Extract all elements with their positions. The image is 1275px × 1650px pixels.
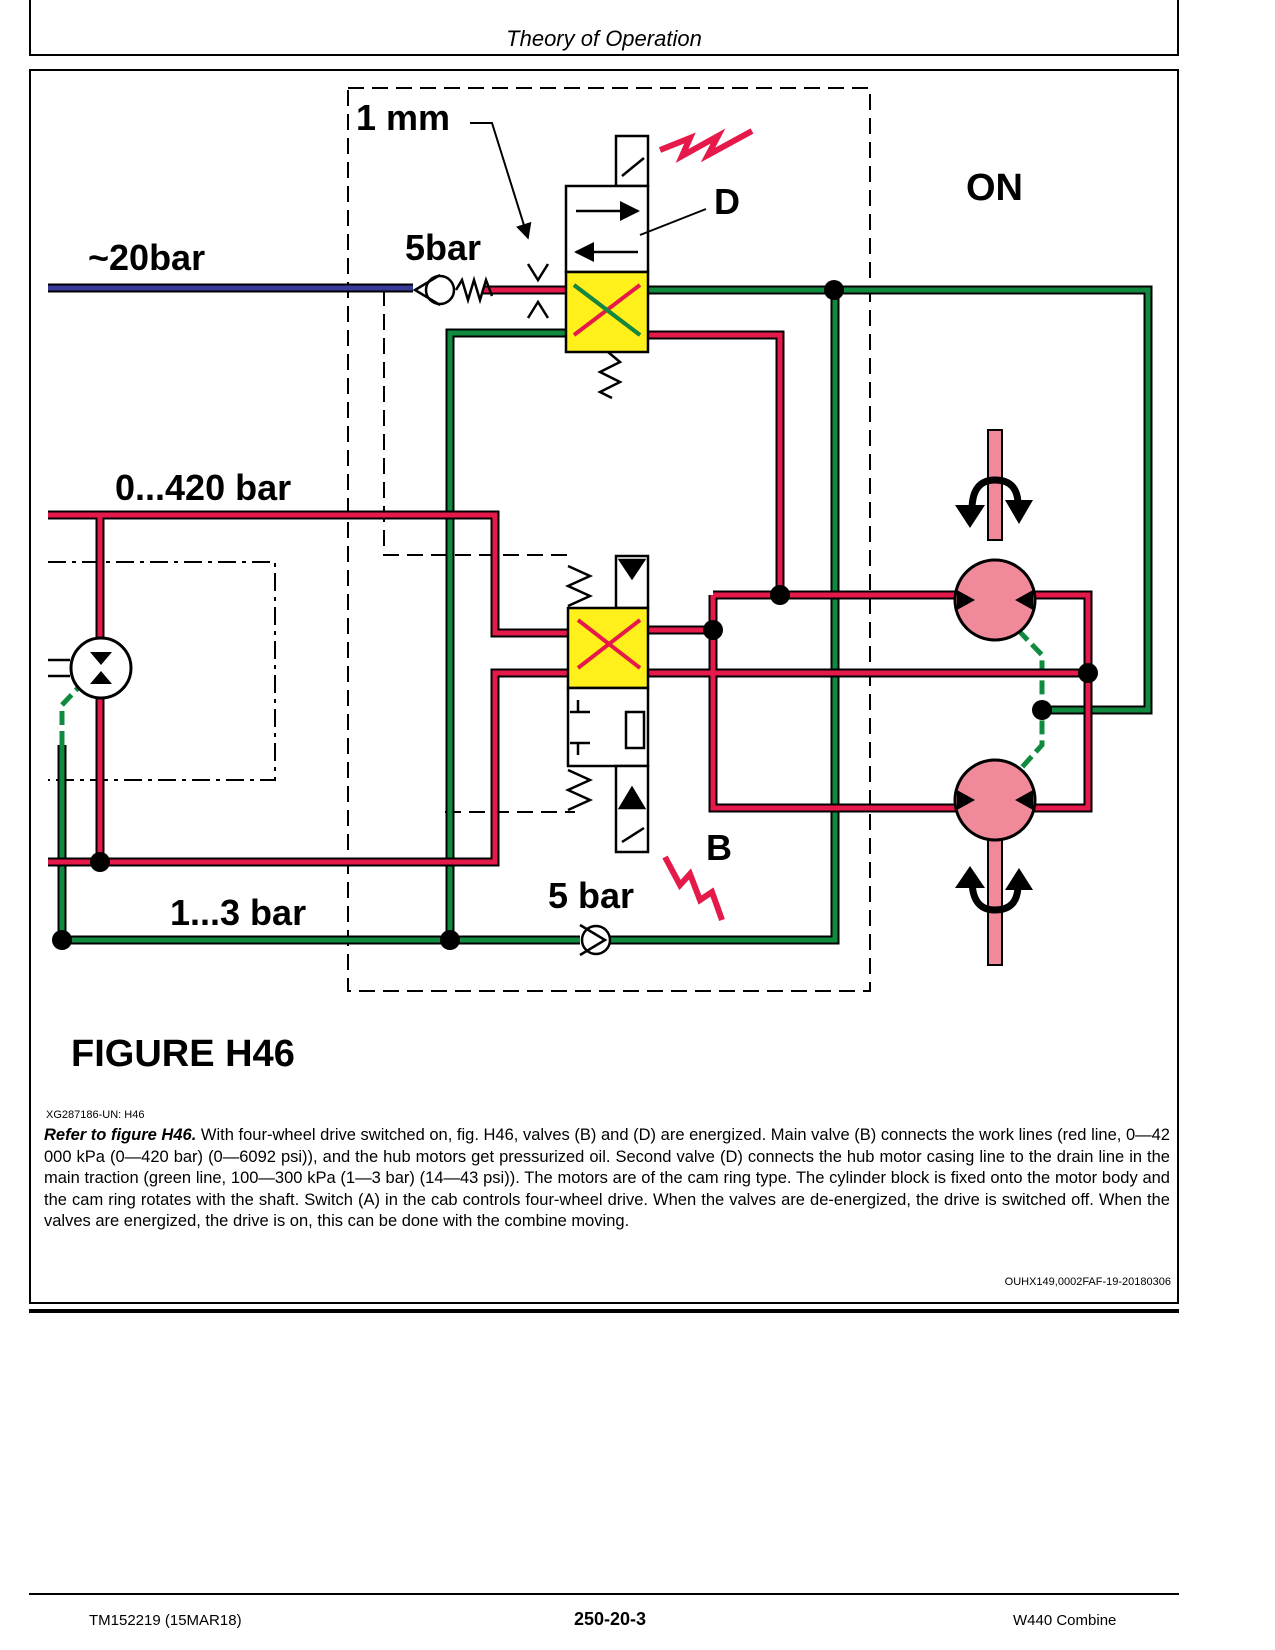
page-header-title: Theory of Operation	[506, 26, 702, 51]
footer-model: W440 Combine	[1013, 1612, 1117, 1629]
orifice-label: 1 mm	[356, 97, 450, 138]
rotation-arrow-top	[968, 476, 1022, 511]
state-label: ON	[966, 167, 1023, 209]
figure-body: With four-wheel drive switched on, fig. …	[44, 1126, 1170, 1231]
valve-block-outline	[347, 87, 871, 992]
figure-label: FIGURE H46	[71, 1033, 295, 1075]
content-frame	[29, 69, 1179, 1304]
check-valve-top	[412, 273, 494, 307]
pump-symbol	[48, 636, 133, 700]
footer-rule	[29, 1593, 1179, 1595]
pump-housing-outline	[48, 561, 276, 781]
solenoid-signal-d-icon	[658, 128, 754, 163]
valve-d	[564, 134, 650, 400]
drain-pressure-label: 1...3 bar	[170, 892, 306, 933]
check-valve-bottom	[579, 923, 612, 957]
hydraulic-schematic: 1 mm D ON ~20bar 5bar 0...420 bar B 5 ba…	[48, 87, 1153, 992]
drain-lines	[57, 285, 1153, 945]
supply-pressure-label: ~20bar	[88, 237, 205, 278]
work-pressure-label: 0...420 bar	[115, 467, 291, 508]
figure-id: XG287186-UN: H46	[46, 1109, 145, 1121]
orifice	[526, 263, 550, 319]
figure-description: Refer to figure H46. With four-wheel dri…	[44, 1125, 1170, 1233]
figure-reference: Refer to figure H46.	[44, 1126, 197, 1144]
hub-motors	[953, 429, 1037, 966]
rotation-arrow-bottom	[968, 879, 1022, 914]
footer-page-number: 250-20-3	[573, 1609, 647, 1629]
footer-manual-id: TM152219 (15MAR18)	[89, 1612, 242, 1629]
pilot-line-upper	[383, 290, 575, 556]
pressure-lines	[48, 285, 1093, 867]
document-code: OUHX149,0002FAF-19-20180306	[1004, 1276, 1171, 1288]
valve-b	[564, 554, 650, 854]
solenoid-signal-b-icon	[662, 855, 725, 922]
check-valve-bottom-label: 5 bar	[548, 875, 634, 916]
valve-b-label: B	[706, 827, 732, 868]
content-bottom-rule	[29, 1309, 1179, 1313]
valve-d-leader	[639, 208, 707, 236]
valve-d-label: D	[714, 181, 740, 222]
junction-dots	[52, 280, 1098, 950]
orifice-leader	[470, 122, 532, 240]
check-valve-top-label: 5bar	[405, 227, 481, 268]
header-frame: Theory of Operation	[29, 0, 1179, 56]
